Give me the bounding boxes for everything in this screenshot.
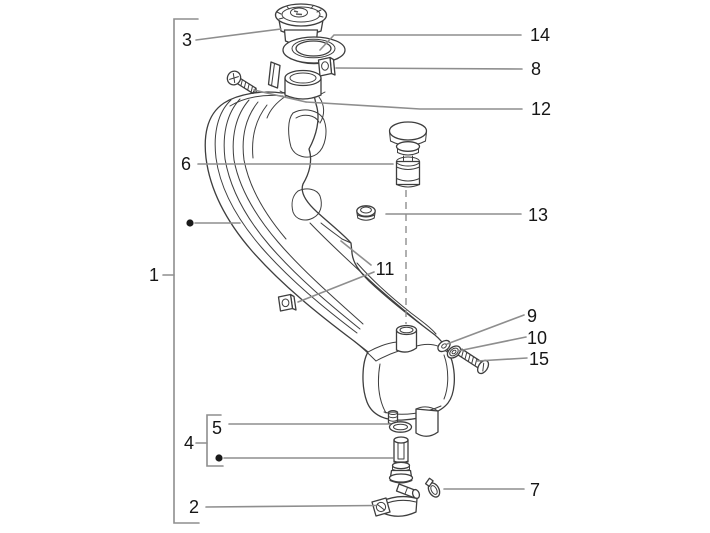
tank-rib — [252, 104, 268, 159]
callout-9: 9 — [526, 306, 538, 326]
bracket-1 — [173, 18, 200, 524]
callout-11: 11 — [375, 259, 395, 279]
leader-12 — [305, 101, 523, 110]
clip-nut-8 — [317, 56, 336, 77]
callout-14: 14 — [529, 25, 551, 45]
tank-rib — [242, 101, 287, 240]
callout-5: 5 — [211, 418, 223, 438]
leader-11b — [297, 271, 375, 303]
callout-6: 6 — [180, 154, 192, 174]
leader-8 — [335, 67, 523, 70]
callout-1: 1 — [148, 265, 160, 285]
washer-10 — [446, 345, 462, 359]
leader-3 — [195, 28, 282, 41]
leader-2 — [205, 504, 377, 508]
tank-rib — [214, 99, 358, 334]
callout-2: 2 — [188, 497, 200, 517]
oil-tank-body — [204, 91, 455, 421]
oil-sensor-valve — [388, 436, 421, 500]
clip-nut-11 — [277, 293, 297, 312]
callout-13: 13 — [527, 205, 549, 225]
leader-15 — [476, 357, 528, 362]
filler-cap — [274, 3, 328, 46]
tank-rib — [232, 99, 364, 325]
filler-neck-gasket — [282, 36, 346, 65]
callout-4: 4 — [183, 433, 195, 453]
leader-14 — [319, 34, 522, 51]
callout-8: 8 — [530, 59, 542, 79]
grommet-bushing — [356, 205, 376, 221]
o-ring — [388, 421, 413, 433]
reservoir-outlet-pipe — [415, 406, 439, 437]
leader-lines — [162, 18, 528, 524]
callout-10: 10 — [526, 328, 548, 348]
callout-7: 7 — [529, 480, 541, 500]
cap-emblem-icon — [290, 7, 308, 18]
bracket-4 — [206, 414, 224, 467]
reservoir-filler-port — [395, 324, 418, 353]
neck-mount-tab — [267, 61, 281, 89]
callout-12: 12 — [530, 99, 552, 119]
hose-clamp-2 — [371, 495, 418, 517]
leader-9 — [446, 314, 525, 345]
leader-11 — [340, 240, 372, 266]
callout-3: 3 — [181, 30, 193, 50]
bullet-1 — [186, 219, 194, 227]
bullet-4 — [215, 454, 223, 462]
oil-plug — [388, 121, 428, 188]
hose-clip-7 — [424, 477, 441, 498]
leader-12-screw — [253, 89, 307, 103]
callout-15: 15 — [528, 349, 550, 369]
filler-neck — [279, 69, 326, 100]
leader-10 — [457, 336, 527, 352]
